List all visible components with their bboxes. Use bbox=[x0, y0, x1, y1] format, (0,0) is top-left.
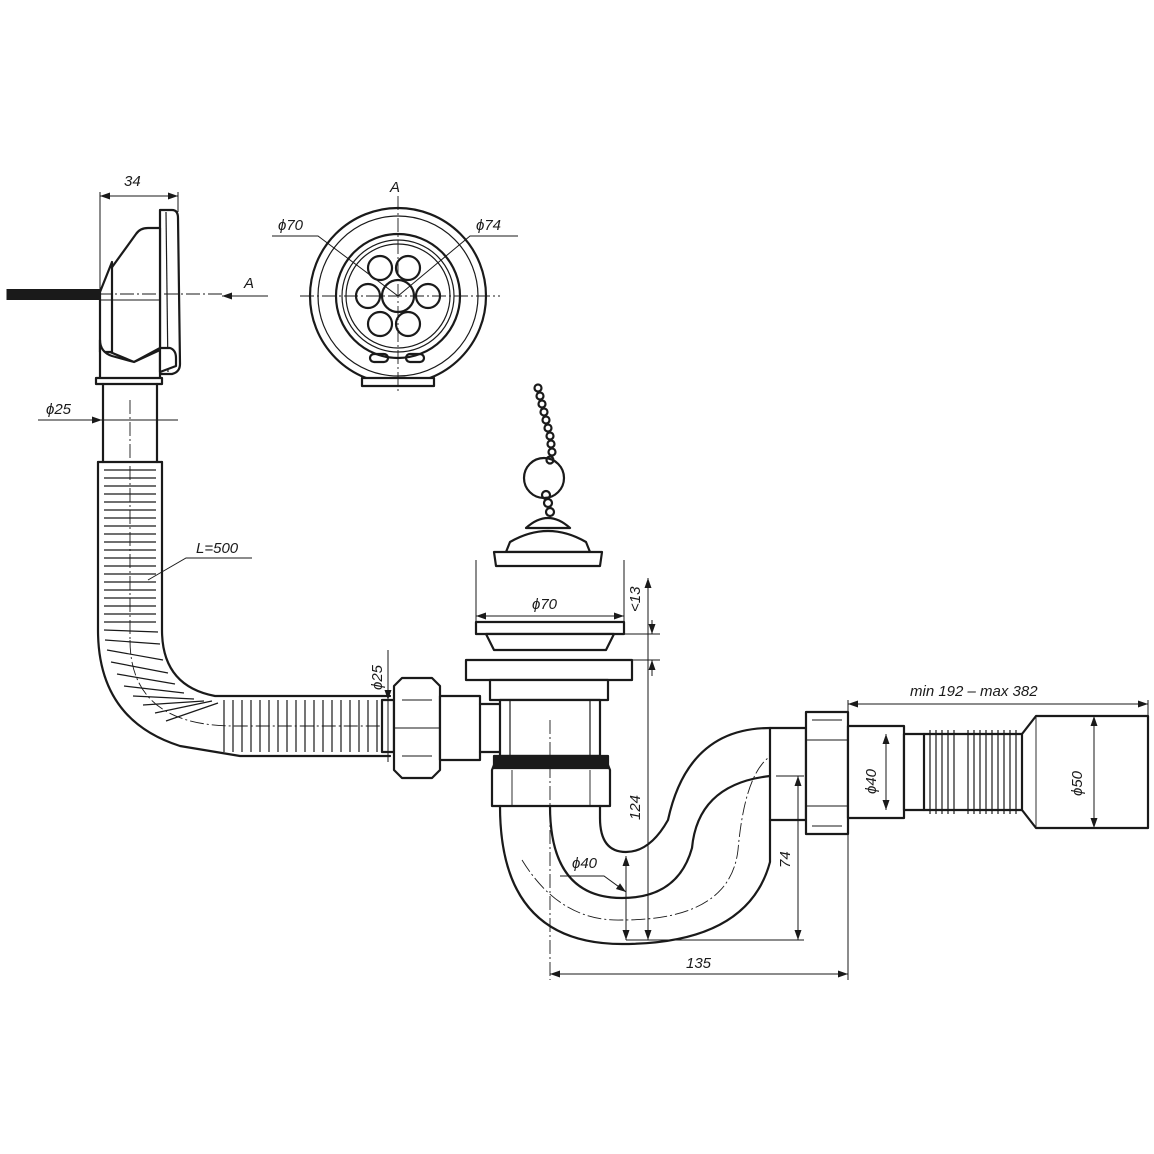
dim-flange-and-height bbox=[616, 578, 660, 940]
overflow-screw bbox=[5, 289, 100, 300]
label-overflow-pipe-diameter: ϕ25 bbox=[46, 401, 72, 418]
overflow-tube bbox=[10, 293, 225, 640]
label-overflow-depth: 34 bbox=[124, 173, 141, 190]
overflow-head bbox=[94, 208, 182, 386]
label-connector-diameter: ϕ25 bbox=[369, 664, 386, 690]
dim-trap-bend bbox=[560, 856, 630, 940]
extension-corrugated bbox=[922, 730, 1024, 814]
stopper-plug bbox=[492, 516, 604, 568]
grate-view-a bbox=[300, 196, 500, 392]
dim-overflow-depth bbox=[99, 192, 179, 292]
dim-outlet-height bbox=[626, 775, 804, 941]
extension-socket bbox=[1020, 714, 1150, 830]
label-flange-thickness: <13 bbox=[627, 586, 644, 612]
s-trap bbox=[498, 720, 781, 980]
label-outlet-height: 74 bbox=[777, 851, 794, 868]
dim-outlet-diameter bbox=[475, 560, 625, 622]
dim-horizontal-reach bbox=[550, 834, 849, 980]
extension-coupling bbox=[768, 710, 926, 836]
label-outlet-diameter: ϕ70 bbox=[532, 596, 558, 613]
label-view-arrow: A bbox=[243, 275, 254, 292]
hose-connector-nut bbox=[380, 676, 512, 780]
label-view-title: A bbox=[389, 179, 400, 196]
label-trap-bend-diameter: ϕ40 bbox=[572, 855, 598, 872]
label-extension-inner-diameter: ϕ40 bbox=[863, 768, 880, 794]
label-trap-height: 124 bbox=[627, 795, 644, 820]
outlet-body bbox=[490, 698, 612, 808]
stopper-ring bbox=[522, 456, 566, 500]
label-grate-inner-diameter: ϕ70 bbox=[278, 217, 304, 234]
stopper-chain bbox=[533, 383, 557, 518]
dim-grate-diameters bbox=[272, 235, 518, 297]
corrugated-hose bbox=[96, 460, 392, 758]
hose-length-leader bbox=[147, 557, 252, 581]
dim-extension-diameters bbox=[882, 716, 1098, 828]
label-horizontal-reach: 135 bbox=[686, 955, 712, 972]
label-hose-length: L=500 bbox=[196, 540, 239, 557]
label-grate-outer-diameter: ϕ74 bbox=[476, 217, 501, 234]
label-extension-outer-diameter: ϕ50 bbox=[1069, 770, 1086, 796]
outlet-flange bbox=[464, 620, 634, 702]
label-extension-range: min 192 – max 382 bbox=[910, 683, 1038, 700]
dim-extension-range bbox=[847, 700, 1149, 716]
